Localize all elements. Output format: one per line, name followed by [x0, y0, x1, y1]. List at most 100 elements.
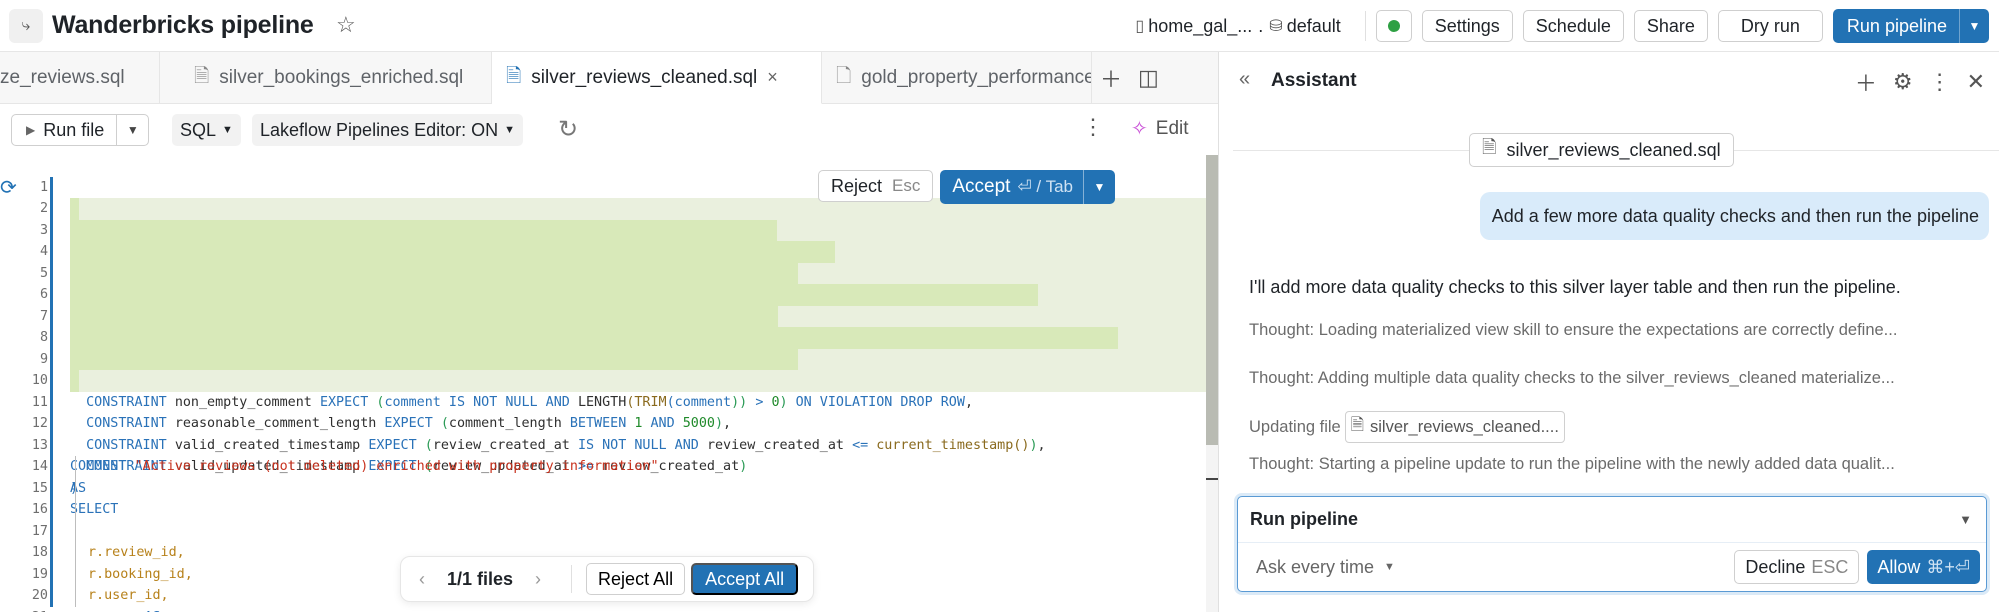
- pipeline-status-button[interactable]: [1375, 10, 1412, 42]
- dry-run-button[interactable]: Dry run: [1717, 10, 1823, 42]
- top-header: ⤷ Wanderbricks pipeline ☆ ▯ home_gal_...…: [0, 0, 1999, 52]
- split-view-icon[interactable]: ◫: [1138, 64, 1159, 90]
- editor-toolbar: ▶ Run file ▼ SQL ▼ Lakeflow Pipelines Ed…: [0, 105, 1218, 155]
- share-button[interactable]: Share: [1633, 10, 1708, 42]
- code-line: 12 COMMENT "Active reviews (not deleted)…: [0, 391, 1206, 474]
- chevron-down-icon: ▼: [504, 124, 516, 136]
- updated-file-chip[interactable]: 🗎 silver_reviews_cleaned....: [1344, 411, 1565, 443]
- more-options-icon[interactable]: ⋮: [1082, 114, 1104, 139]
- tool-name: Run pipeline: [1250, 509, 1358, 529]
- run-file-button[interactable]: ▶ Run file: [26, 119, 105, 140]
- code-line-added: 10 CONSTRAINT valid_updated_timestamp EX…: [0, 348, 1206, 474]
- refresh-icon[interactable]: ↻: [558, 116, 579, 143]
- run-cell-icon[interactable]: ⟳: [0, 175, 17, 199]
- more-options-icon[interactable]: ⋮: [1928, 69, 1951, 94]
- code-line: 17 r.user_id,: [0, 499, 1206, 603]
- editor-mode-selector[interactable]: Lakeflow Pipelines Editor: ON ▼: [252, 114, 524, 146]
- scrollbar-thumb[interactable]: [1206, 155, 1218, 445]
- code-line-added: 4 CONSTRAINT valid_user_id EXPECT (user_…: [0, 219, 1206, 345]
- page-title: Wanderbricks pipeline: [52, 11, 314, 39]
- chevron-down-icon[interactable]: ▼: [1959, 512, 1972, 527]
- thought-item[interactable]: Thought: Starting a pipeline update to r…: [1249, 455, 1895, 473]
- file-tabs: ze_reviews.sql 🗎 silver_bookings_enriche…: [0, 52, 1218, 104]
- pipeline-icon[interactable]: ⤷: [9, 9, 43, 43]
- ai-edit-button[interactable]: ✧ Edit: [1131, 117, 1189, 141]
- sparkle-icon: ✧: [1131, 118, 1148, 140]
- settings-button[interactable]: Settings: [1421, 10, 1513, 42]
- run-pipeline-button[interactable]: Run pipeline: [1846, 15, 1947, 36]
- permission-selector[interactable]: Ask every time ▼: [1256, 556, 1395, 577]
- sql-file-icon: 🗎: [1482, 137, 1497, 157]
- assistant-title: Assistant: [1271, 70, 1357, 91]
- thought-item[interactable]: Thought: Loading materialized view skill…: [1249, 321, 1898, 339]
- tab-silver-reviews-cleaned[interactable]: 🗎 silver_reviews_cleaned.sql ×: [492, 52, 822, 104]
- tool-card-header[interactable]: Run pipeline ▼: [1238, 497, 1986, 543]
- prev-file-icon[interactable]: ‹: [419, 568, 425, 589]
- catalog-schema-selector[interactable]: ▯ home_gal_... . ⛁ default: [1135, 16, 1340, 37]
- code-line: 20 p.title AS property_title,: [0, 563, 1206, 603]
- code-line: 14 SELECT: [0, 434, 1206, 517]
- code-line-added: 8 CONSTRAINT reasonable_comment_length E…: [0, 305, 1206, 431]
- accept-change-button-group: Accept ⏎ / Tab ▼: [940, 170, 1115, 204]
- add-tab-icon[interactable]: ＋: [1100, 66, 1123, 92]
- run-file-dropdown-chevron-icon[interactable]: ▼: [116, 114, 148, 146]
- tab-silver-bookings-enriched[interactable]: 🗎 silver_bookings_enriched.sql: [160, 52, 492, 104]
- schema-name: default: [1286, 15, 1341, 36]
- catalog-sep: .: [1258, 15, 1264, 36]
- database-icon: ⛁: [1269, 18, 1283, 35]
- code-line: 18 u.name AS user_name,: [0, 520, 1206, 612]
- assistant-panel: « Assistant ＋ ⚙ ⋮ ✕ 🗎 silver_reviews_cle…: [1219, 52, 1999, 612]
- chevron-down-icon: ▼: [222, 124, 233, 136]
- assistant-message: I'll add more data quality checks to thi…: [1249, 277, 1901, 297]
- catalog-name: home_gal_...: [1148, 15, 1253, 36]
- code-line-added: 11 ): [0, 370, 1206, 496]
- reject-all-button[interactable]: Reject All: [586, 563, 686, 595]
- status-dot-icon: [1387, 20, 1400, 32]
- next-file-icon[interactable]: ›: [535, 568, 542, 589]
- panel-divider[interactable]: [1218, 52, 1219, 612]
- updating-file-status: Updating file 🗎 silver_reviews_cleaned..…: [1249, 411, 1565, 443]
- user-message: Add a few more data quality checks and t…: [1479, 192, 1989, 240]
- schedule-button[interactable]: Schedule: [1522, 10, 1624, 42]
- cursor-marker: [1206, 478, 1218, 480]
- editor-scrollbar[interactable]: [1206, 155, 1218, 612]
- sql-file-icon: 🗎: [506, 65, 522, 87]
- accept-options-chevron-icon[interactable]: ▼: [1082, 170, 1115, 204]
- inline-diff-controls: Reject Esc Accept ⏎ / Tab ▼: [818, 170, 1115, 204]
- decline-button[interactable]: Decline ESC: [1734, 550, 1860, 584]
- play-icon: ▶: [26, 123, 36, 137]
- code-line: 13 AS: [0, 413, 1206, 496]
- accept-change-button[interactable]: Accept ⏎ / Tab: [952, 176, 1073, 197]
- reject-change-button[interactable]: Reject Esc: [818, 170, 934, 202]
- close-icon[interactable]: ✕: [1966, 69, 1985, 94]
- diff-file-navigator: ‹ 1/1 files › Reject All Accept All: [400, 556, 814, 602]
- code-line-added: 7 CONSTRAINT non_empty_comment EXPECT (c…: [0, 284, 1206, 410]
- language-selector[interactable]: SQL ▼: [172, 114, 241, 146]
- run-file-button-group: ▶ Run file ▼: [11, 114, 150, 146]
- code-line: 21 p.property_type,: [0, 585, 1206, 612]
- run-pipeline-dropdown-chevron-icon[interactable]: ▼: [1959, 9, 1989, 43]
- catalog-icon: ▯: [1135, 18, 1145, 35]
- tab-bronze-reviews[interactable]: ze_reviews.sql: [0, 52, 160, 104]
- file-count: 1/1 files: [447, 568, 514, 589]
- tool-approval-card: Run pipeline ▼ Ask every time ▼ Decline …: [1237, 496, 1987, 592]
- thought-item[interactable]: Thought: Adding multiple data quality ch…: [1249, 369, 1895, 387]
- code-line: 16 r.booking_id,: [0, 477, 1206, 582]
- run-pipeline-button-group: Run pipeline ▼: [1832, 9, 1989, 43]
- code-line-added: 9 CONSTRAINT valid_created_timestamp EXP…: [0, 327, 1206, 453]
- collapse-panel-icon[interactable]: «: [1239, 68, 1251, 90]
- close-tab-icon[interactable]: ×: [767, 67, 778, 87]
- allow-button[interactable]: Allow ⌘+⏎: [1867, 550, 1980, 584]
- gear-icon[interactable]: ⚙: [1892, 69, 1913, 94]
- chevron-down-icon: ▼: [1384, 561, 1395, 573]
- code-line-added: 5 CONSTRAINT valid_property_id EXPECT (p…: [0, 241, 1206, 367]
- code-line: 15 r.review_id,: [0, 456, 1206, 560]
- star-icon[interactable]: ☆: [336, 12, 356, 37]
- tab-gold-property-performance[interactable]: 🗋 gold_property_performance.sql: [822, 52, 1092, 104]
- code-editor[interactable]: 1 -- Silver Layer: Cleaned reviews with …: [0, 155, 1206, 612]
- new-chat-icon[interactable]: ＋: [1854, 71, 1877, 96]
- assistant-header: « Assistant ＋ ⚙ ⋮ ✕: [1219, 52, 1999, 110]
- file-icon: 🗋: [836, 66, 852, 87]
- accept-all-button[interactable]: Accept All: [691, 563, 799, 595]
- context-file-chip[interactable]: 🗎 silver_reviews_cleaned.sql: [1469, 133, 1734, 167]
